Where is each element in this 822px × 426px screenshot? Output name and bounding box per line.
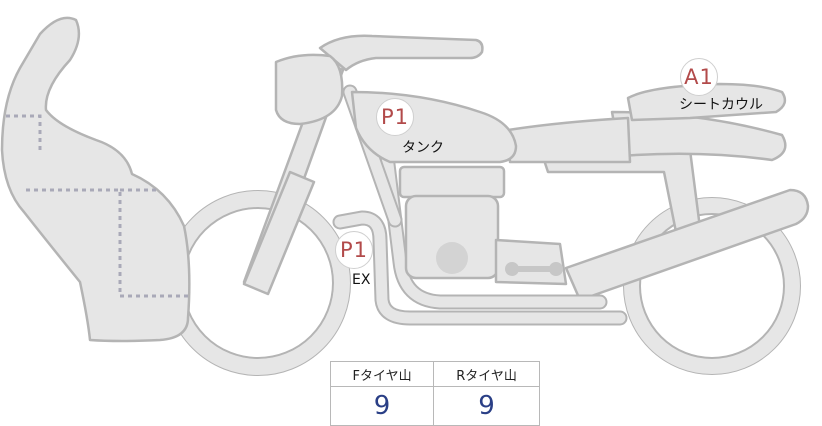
label-tank: タンク bbox=[402, 140, 444, 156]
marker-seat-cowl[interactable]: A1 bbox=[680, 58, 718, 96]
footpeg bbox=[505, 262, 563, 276]
front-tire-value: 9 bbox=[329, 386, 435, 426]
rear-tire-header: Rタイヤ山 bbox=[433, 361, 540, 387]
table-header-row: Fタイヤ山 Rタイヤ山 bbox=[329, 361, 540, 387]
rear-tire-value: 9 bbox=[433, 386, 540, 426]
marker-exhaust[interactable]: P1 bbox=[335, 231, 373, 269]
swingarm bbox=[564, 188, 810, 302]
tire-tread-table: Fタイヤ山 Rタイヤ山 9 9 bbox=[329, 361, 540, 426]
marker-tank[interactable]: P1 bbox=[376, 98, 414, 136]
seat-cowl-part bbox=[626, 82, 787, 122]
label-exhaust: EX bbox=[352, 272, 371, 288]
label-seat-cowl: シートカウル bbox=[679, 97, 763, 113]
fork-lower bbox=[242, 170, 316, 296]
rear-wheel bbox=[623, 197, 801, 375]
handlebar bbox=[318, 34, 484, 72]
front-cowl bbox=[0, 16, 191, 343]
table-value-row: 9 9 bbox=[329, 386, 540, 426]
engine bbox=[398, 165, 568, 286]
headlight bbox=[274, 53, 344, 126]
cowl-dotted-line bbox=[6, 114, 42, 150]
seat bbox=[506, 116, 632, 164]
front-tire-header: Fタイヤ山 bbox=[329, 361, 435, 387]
